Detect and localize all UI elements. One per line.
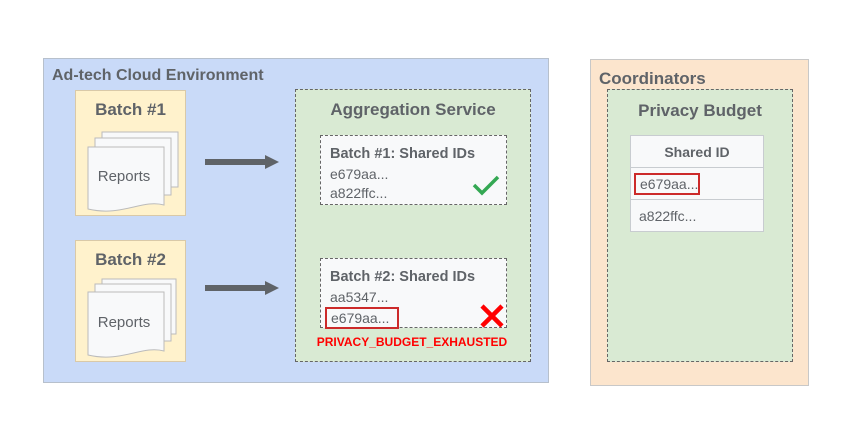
batch-1-shared-ids: Batch #1: Shared IDs e679aa... a822ffc..… [320, 135, 507, 205]
batch-2-shared-ids-title: Batch #2: Shared IDs [330, 269, 476, 285]
shared-id: a822ffc... [330, 185, 388, 201]
reports-label: Reports [97, 168, 151, 185]
arrows [205, 155, 279, 295]
privacy-budget-title: Privacy Budget [638, 101, 762, 120]
arrow-right-icon [205, 155, 279, 169]
reports-stack-icon [87, 131, 179, 212]
batch-1-label: Batch #1 [95, 100, 166, 119]
batch-2-label: Batch #2 [95, 250, 166, 269]
arrow-right-icon [205, 281, 279, 295]
batch-1-shared-ids-title: Batch #1: Shared IDs [330, 146, 476, 162]
highlighted-shared-id: e679aa... [325, 307, 399, 329]
column-header: Shared ID [630, 135, 764, 168]
batch-2-box: Batch #2 Reports [75, 240, 186, 362]
shared-id-table: Shared ID e679aa... a822ffc... [630, 135, 764, 232]
batch-1-box: Batch #1 Reports [75, 90, 186, 216]
shared-id: e679aa... [330, 166, 389, 182]
aggregation-service-title: Aggregation Service [330, 100, 496, 119]
environment-title: Ad-tech Cloud Environment [52, 67, 264, 84]
x-icon [480, 304, 504, 328]
check-icon [472, 175, 500, 196]
reports-stack-icon [87, 278, 177, 358]
highlighted-shared-id: e679aa... [634, 172, 700, 195]
batch-2-shared-ids: Batch #2: Shared IDs aa5347... e679aa... [320, 258, 507, 329]
shared-id: e679aa... [331, 310, 390, 326]
coordinators-title: Coordinators [599, 69, 706, 88]
shared-id: aa5347... [330, 289, 389, 305]
error-message: PRIVACY_BUDGET_EXHAUSTED [316, 335, 508, 349]
table-row: a822ffc... [630, 199, 764, 232]
shared-id: a822ffc... [630, 199, 764, 232]
table-row: e679aa... [630, 167, 764, 200]
reports-label: Reports [97, 314, 151, 331]
